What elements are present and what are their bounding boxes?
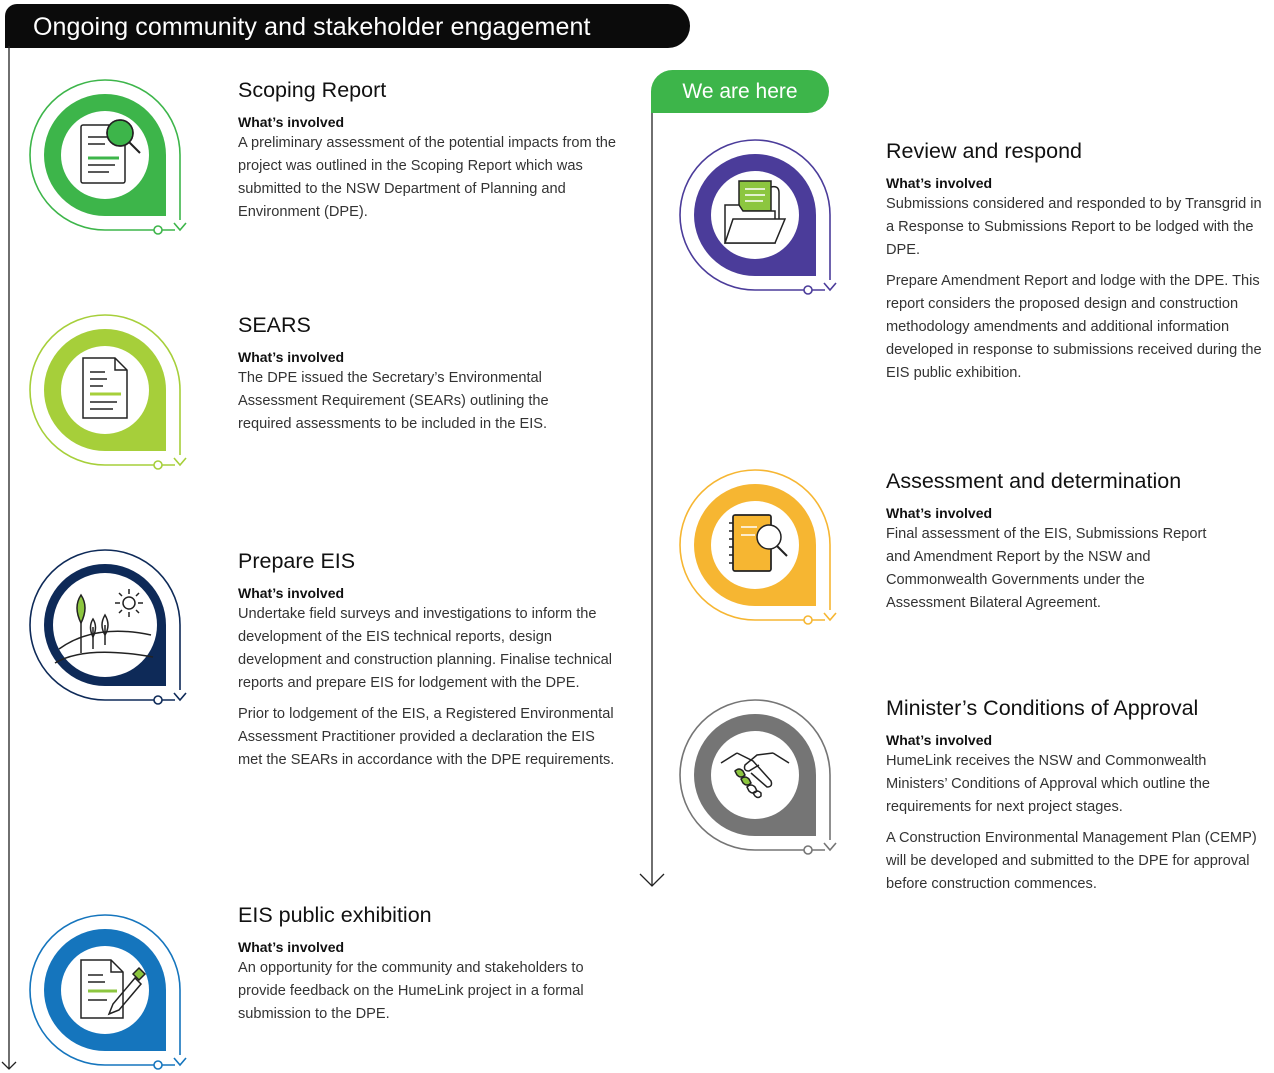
prepare-eis-icon	[29, 549, 187, 705]
banner-label: Ongoing community and stakeholder engage…	[33, 13, 591, 41]
stage-description: HumeLink receives the NSW and Commonweal…	[886, 752, 1210, 815]
stage-description: Submissions considered and responded to …	[886, 195, 1262, 258]
engagement-banner: Ongoing community and stakeholder engage…	[5, 4, 690, 48]
stage-title: SEARS	[238, 313, 311, 337]
stage-description: Undertake field surveys and investigatio…	[238, 605, 612, 691]
stage-title: Scoping Report	[238, 78, 387, 102]
document-magnifier-icon	[80, 119, 141, 184]
folder-icon	[723, 180, 787, 244]
stage-title: Review and respond	[886, 139, 1083, 163]
stage-subheading: What’s involved	[238, 938, 345, 955]
sears-icon	[29, 314, 187, 470]
marker-label: We are here	[682, 80, 798, 103]
we-are-here-marker: We are here	[651, 70, 829, 113]
stage-subheading: What’s involved	[238, 348, 345, 365]
stage-description: The DPE issued the Secretary’s Environme…	[238, 369, 549, 432]
stage-description: Prepare Amendment Report and lodge with …	[886, 272, 1262, 381]
document-pen-icon	[80, 959, 147, 1019]
assessment-and-determination-icon	[679, 469, 837, 625]
stage-subheading: What’s involved	[886, 504, 993, 521]
document-icon	[82, 357, 128, 419]
stage-subheading: What’s involved	[886, 731, 993, 748]
eis-public-exhibition-icon	[29, 914, 187, 1070]
stage-description: Final assessment of the EIS, Submissions…	[886, 525, 1207, 611]
scoping-report-icon	[29, 79, 187, 235]
stage-description: A preliminary assessment of the potentia…	[238, 134, 616, 220]
stage-description: An opportunity for the community and sta…	[238, 959, 584, 1022]
stage-description: Prior to lodgement of the EIS, a Registe…	[238, 705, 615, 768]
stage-title: Minister’s Conditions of Approval	[886, 696, 1199, 720]
landscape-icon	[54, 589, 154, 664]
stage-title: Prepare EIS	[238, 549, 356, 573]
stage-title: EIS public exhibition	[238, 903, 432, 927]
stage-subheading: What’s involved	[238, 584, 345, 601]
stage-description: A Construction Environmental Management …	[886, 829, 1257, 892]
stage-subheading: What’s involved	[886, 174, 993, 191]
notebook-magnifier-icon	[729, 514, 788, 572]
handshake-icon	[720, 752, 790, 799]
review-and-respond-icon	[679, 139, 837, 295]
stage-subheading: What’s involved	[238, 113, 345, 130]
stage-title: Assessment and determination	[886, 469, 1182, 493]
ministers-conditions-icon	[679, 699, 837, 855]
